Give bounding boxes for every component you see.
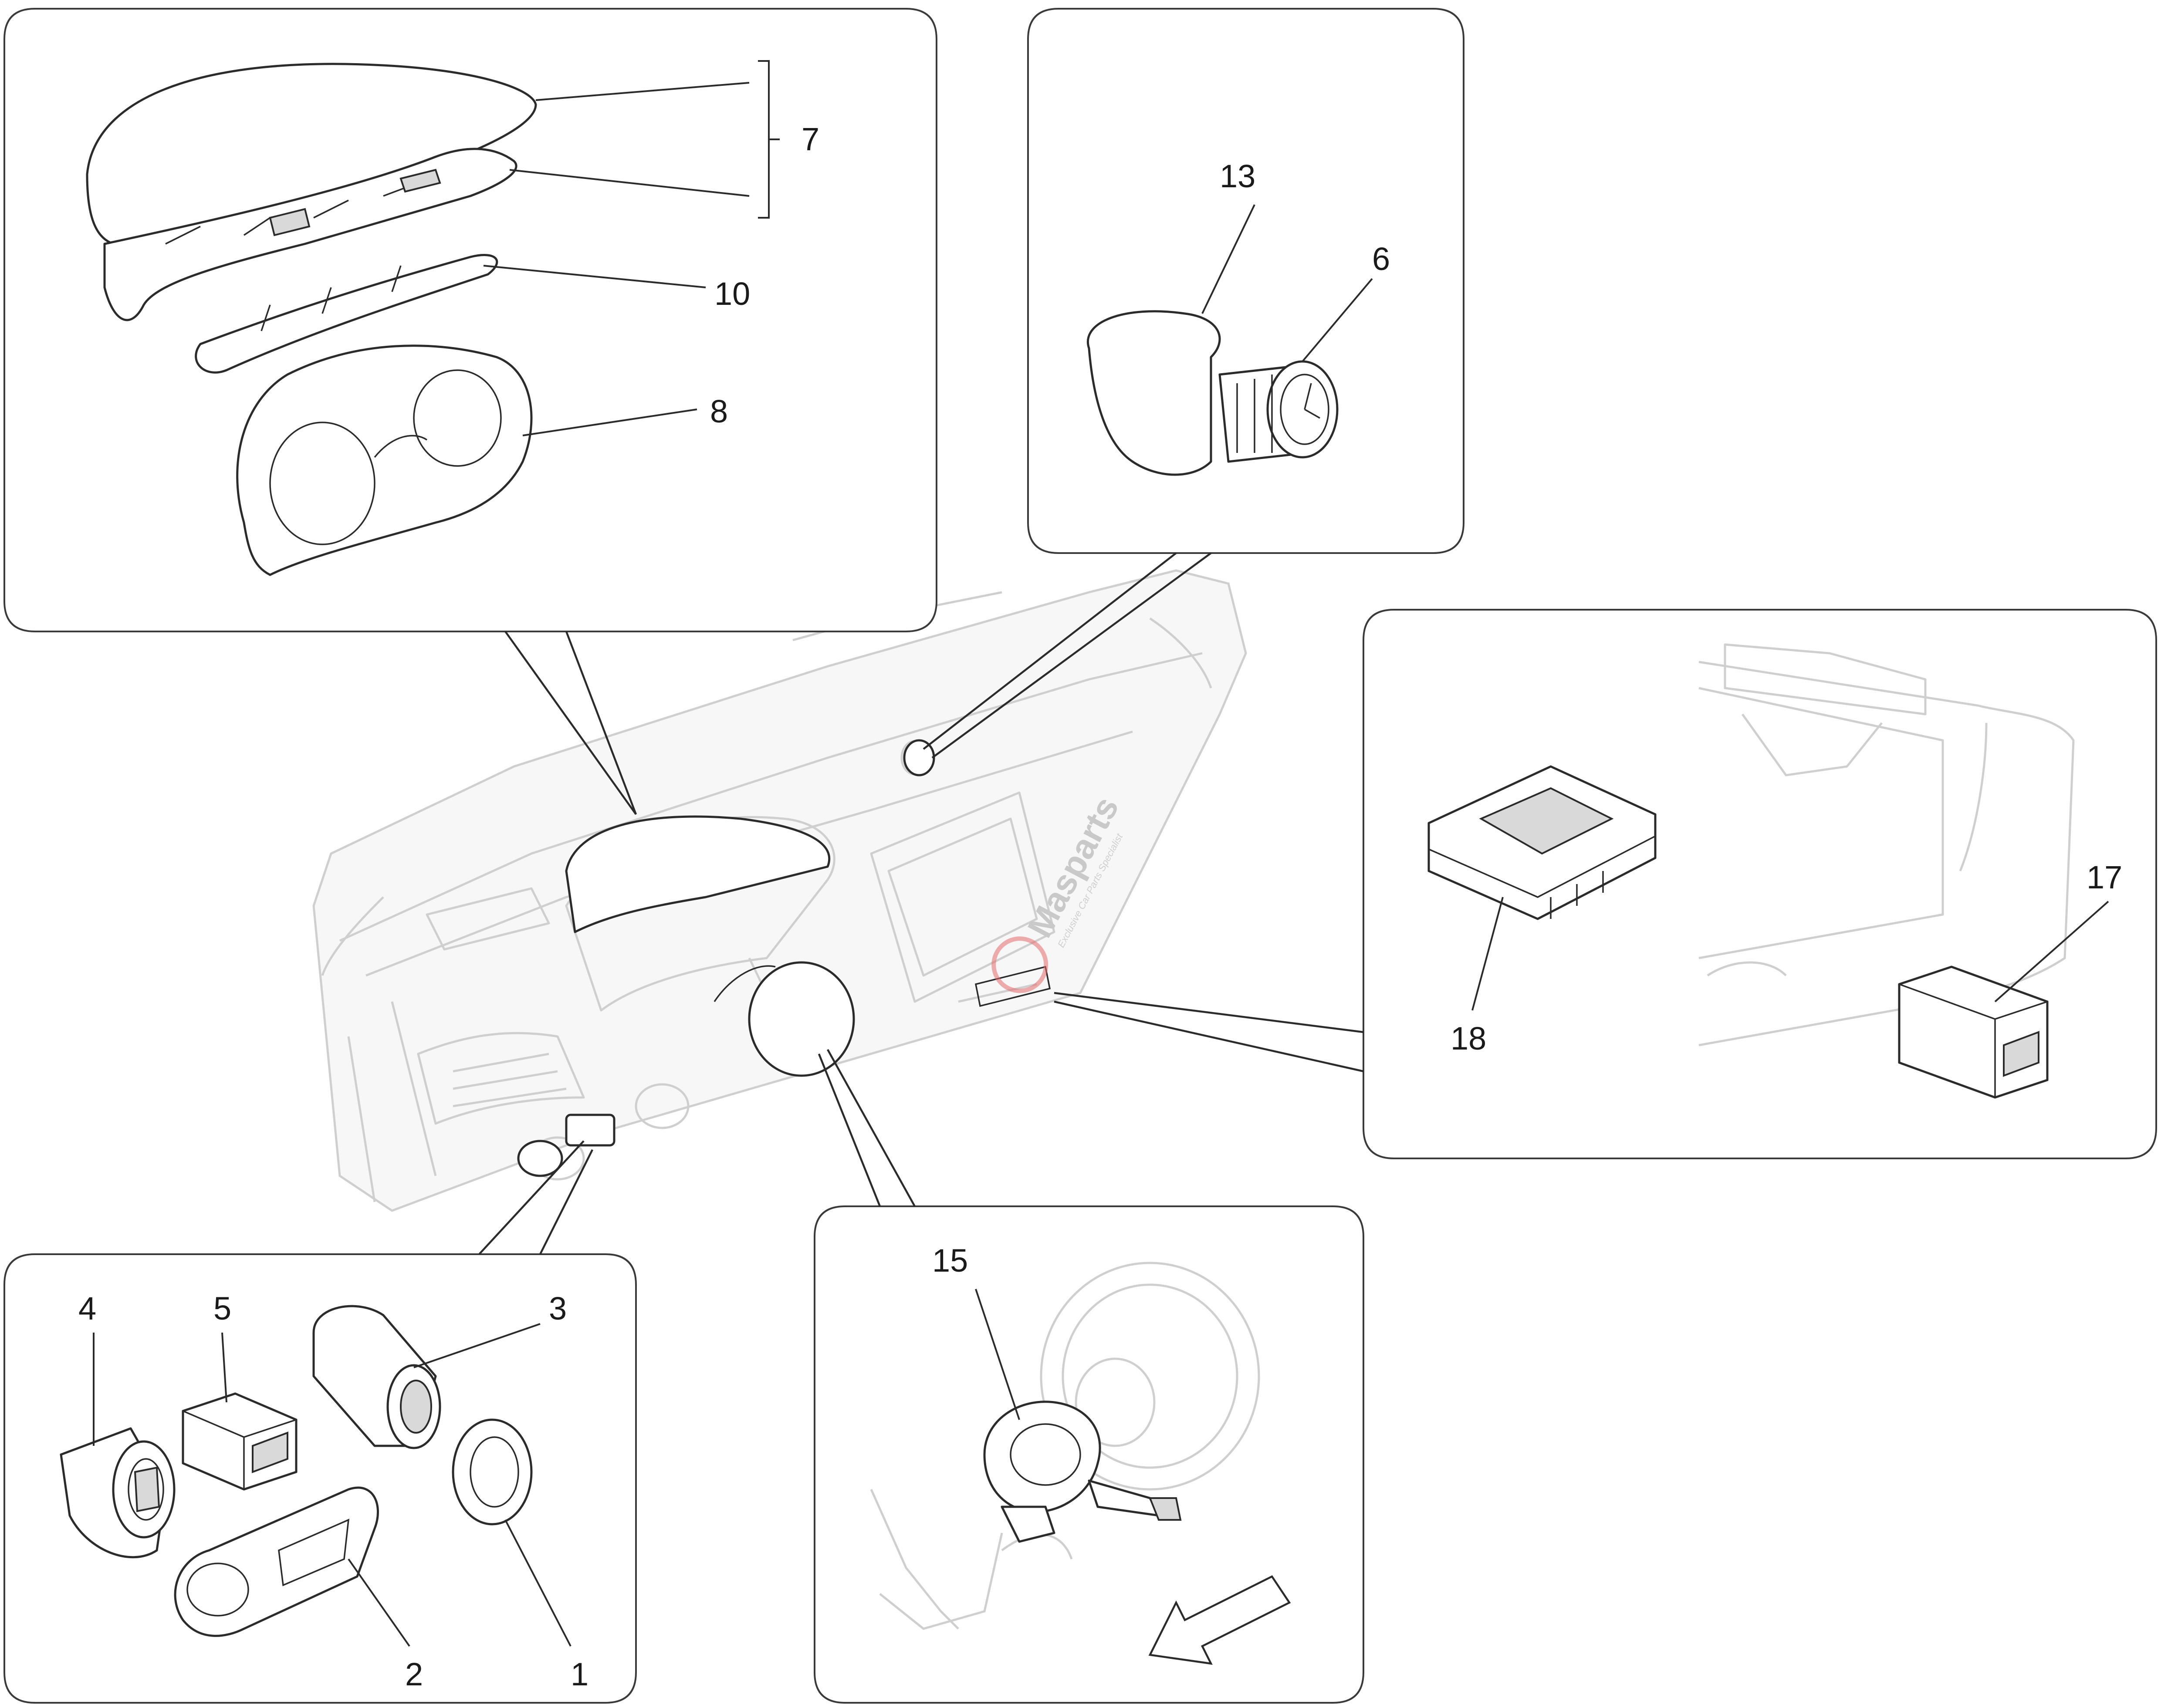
panel-instrument-cluster xyxy=(3,8,937,632)
panel-dash-clock xyxy=(1027,8,1464,554)
callout-15: 15 xyxy=(932,1242,968,1279)
dashboard-switch-bank xyxy=(517,739,1051,1177)
callout-7: 7 xyxy=(802,121,819,157)
dashboard-cluster-hood xyxy=(565,815,831,933)
panel-electronic-modules xyxy=(1363,609,2157,1159)
callout-3: 3 xyxy=(549,1290,567,1327)
panel-switches xyxy=(3,1253,637,1704)
panel-pointers xyxy=(478,552,1364,1255)
panel-steering-column xyxy=(814,1205,1364,1704)
callout-5: 5 xyxy=(213,1290,231,1327)
callout-17: 17 xyxy=(2087,859,2122,895)
callout-6: 6 xyxy=(1372,241,1390,277)
callout-4: 4 xyxy=(78,1290,96,1327)
dashboard-steering-hub xyxy=(714,961,855,1077)
callout-1: 1 xyxy=(571,1656,588,1692)
callout-18: 18 xyxy=(1451,1020,1486,1057)
callout-2: 2 xyxy=(405,1656,423,1692)
callout-13: 13 xyxy=(1220,158,1255,194)
dashboard-ghost xyxy=(312,569,1247,1212)
callout-8: 8 xyxy=(710,393,728,429)
callout-10: 10 xyxy=(714,276,750,312)
